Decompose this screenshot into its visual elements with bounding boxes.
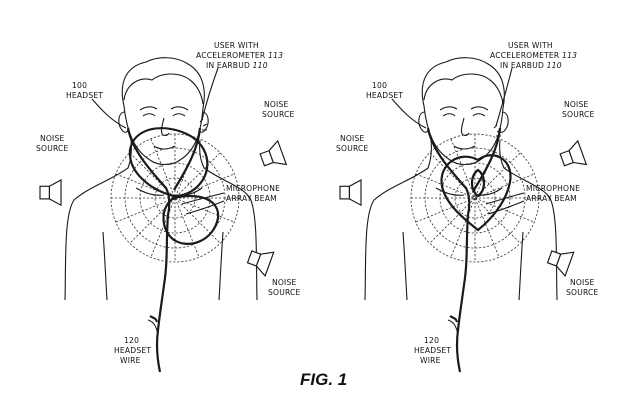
user-label-line2b: 113 bbox=[562, 51, 577, 60]
headset-ref-number: 100 bbox=[72, 81, 87, 90]
user-label-line3a: IN EARBUD bbox=[500, 61, 547, 70]
noise-source-left-line1: NOISE bbox=[40, 134, 65, 143]
svg-text:USER WITH: USER WITH bbox=[508, 41, 553, 50]
wire-label-line2: WIRE bbox=[120, 356, 141, 365]
user-label-line3b: 110 bbox=[547, 61, 562, 70]
noise-source-speaker-left bbox=[339, 179, 362, 206]
noise-source-tr-line1: NOISE bbox=[264, 100, 289, 109]
user-label-line2a: ACCELEROMETER bbox=[196, 51, 268, 60]
user-label-line2b: 113 bbox=[268, 51, 283, 60]
wire-label-line2: WIRE bbox=[420, 356, 441, 365]
headset-label: HEADSET bbox=[66, 91, 103, 100]
microphone-beam-lobe bbox=[440, 154, 512, 232]
svg-text:ACCELEROMETER 113: ACCELEROMETER 113 bbox=[490, 51, 577, 60]
leader-lines bbox=[91, 67, 225, 335]
mic-beam-label-line1: MICROPHONE bbox=[226, 184, 280, 193]
microphone-beam-lobe bbox=[128, 127, 209, 198]
noise-source-speaker-bottom-right bbox=[244, 244, 275, 277]
panel-right: USER WITH ACCELEROMETER 113 IN EARBUD 11… bbox=[336, 41, 599, 374]
noise-source-br-line1: NOISE bbox=[272, 278, 297, 287]
svg-text:USER WITH: USER WITH bbox=[214, 41, 259, 50]
noise-source-left-line2: SOURCE bbox=[36, 144, 69, 153]
headset-label: HEADSET bbox=[366, 91, 403, 100]
noise-source-speaker-top-right bbox=[557, 140, 587, 173]
microphone-beam-inner bbox=[470, 168, 486, 198]
noise-source-br-line2: SOURCE bbox=[268, 288, 301, 297]
wire-ref-number: 120 bbox=[424, 336, 439, 345]
figure-caption: FIG. 1 bbox=[300, 370, 347, 389]
noise-source-br-line1: NOISE bbox=[570, 278, 595, 287]
wire-label-line1: HEADSET bbox=[414, 346, 451, 355]
wire-label-line1: HEADSET bbox=[114, 346, 151, 355]
mic-beam-label-line1: MICROPHONE bbox=[526, 184, 580, 193]
noise-source-tr-line1: NOISE bbox=[564, 100, 589, 109]
headset-ref-number: 100 bbox=[372, 81, 387, 90]
noise-source-tr-line2: SOURCE bbox=[562, 110, 595, 119]
wire-ref-number: 120 bbox=[124, 336, 139, 345]
svg-text:IN EARBUD 110: IN EARBUD 110 bbox=[206, 61, 268, 70]
user-label-line3a: IN EARBUD bbox=[206, 61, 253, 70]
microphone-beam-back-lobe bbox=[162, 194, 220, 245]
user-label-line2a: ACCELEROMETER bbox=[490, 51, 562, 60]
mic-beam-label-line2: ARRAY BEAM bbox=[226, 194, 277, 203]
leader-lines bbox=[391, 67, 525, 335]
noise-source-speaker-bottom-right bbox=[544, 244, 575, 277]
noise-source-left-line2: SOURCE bbox=[336, 144, 369, 153]
user-label-line1: USER WITH bbox=[214, 41, 259, 50]
svg-text:IN EARBUD 110: IN EARBUD 110 bbox=[500, 61, 562, 70]
panel-left: USER WITH ACCELEROMETER 113 IN EARBUD 11… bbox=[36, 41, 301, 374]
noise-source-left-line1: NOISE bbox=[340, 134, 365, 143]
mic-beam-label-line2: ARRAY BEAM bbox=[526, 194, 577, 203]
svg-text:ACCELEROMETER 113: ACCELEROMETER 113 bbox=[196, 51, 283, 60]
noise-source-tr-line2: SOURCE bbox=[262, 110, 295, 119]
user-label-line1: USER WITH bbox=[508, 41, 553, 50]
user-label-line3b: 110 bbox=[253, 61, 268, 70]
noise-source-br-line2: SOURCE bbox=[566, 288, 599, 297]
noise-source-speaker-left bbox=[39, 179, 62, 206]
noise-source-speaker-top-right bbox=[257, 140, 287, 173]
